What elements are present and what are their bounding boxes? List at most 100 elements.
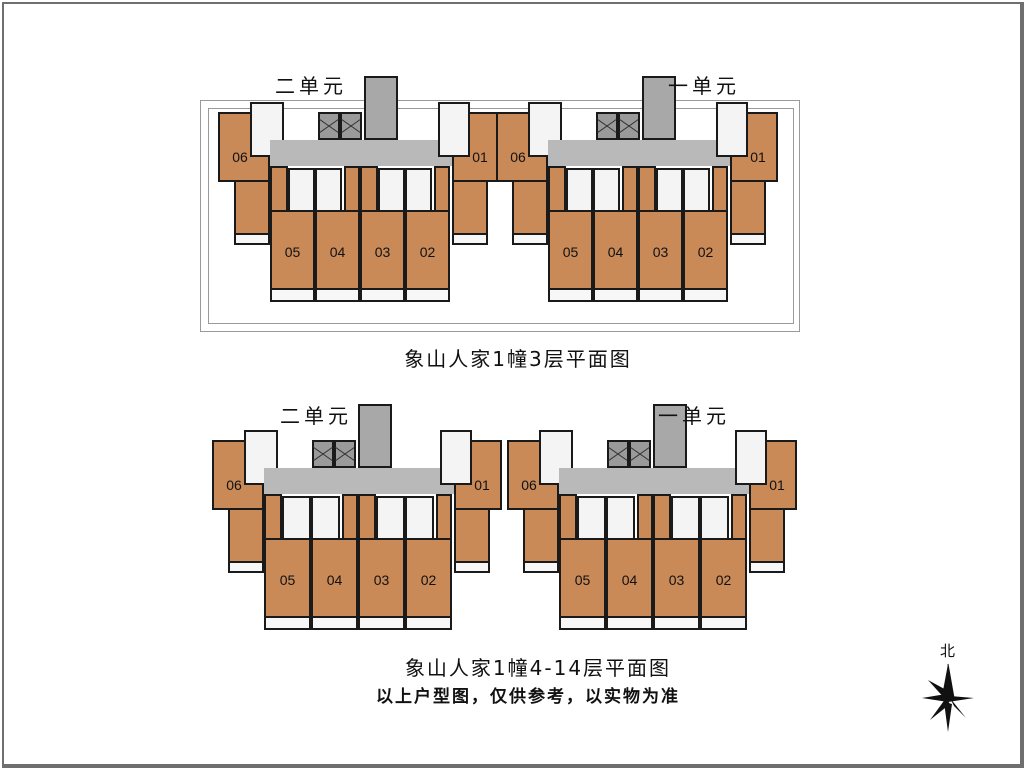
- north-label: 北: [940, 642, 956, 660]
- unit-one-room-label: 01: [769, 477, 785, 493]
- unit-two-balcony-right: [452, 233, 488, 245]
- unit-one-bath-3: [700, 496, 729, 540]
- unit-one-room-label: 04: [607, 244, 624, 260]
- unit-two-balcony-2: [358, 616, 405, 630]
- unit-one-room-label: 01: [750, 149, 766, 165]
- unit-one-balcony-0: [548, 288, 593, 302]
- unit-one-bath-0: [566, 168, 593, 212]
- unit-two-bath-3: [405, 496, 434, 540]
- terrace-outline: [200, 100, 800, 332]
- unit-two-bath-2: [378, 168, 405, 212]
- unit-two-elevator-2: [340, 112, 362, 140]
- unit-one-balcony-2: [653, 616, 700, 630]
- unit-one-balcony-right: [730, 233, 766, 245]
- unit-two-balcony-right: [454, 561, 490, 573]
- unit-two-balcony-2: [360, 288, 405, 302]
- unit-two-elevator-2: [334, 440, 356, 468]
- unit-one-elevator-1: [607, 440, 629, 468]
- unit-one-elevator-2: [618, 112, 640, 140]
- unit-two-room-04: [315, 210, 360, 290]
- unit-two-room-label: 03: [373, 572, 390, 588]
- unit-one-entry-2: [638, 166, 656, 212]
- plan-title-3f: 象山人家1幢3层平面图: [404, 347, 632, 371]
- unit-two-bath-1: [315, 168, 342, 212]
- unit-two-room-label: 01: [472, 149, 488, 165]
- unit-one-room-04: [606, 538, 653, 618]
- unit-one-corridor: [548, 140, 732, 166]
- unit-one-room-01-b: [749, 508, 785, 563]
- unit-one-bath-1: [606, 496, 635, 540]
- unit-two-room-03: [360, 210, 405, 290]
- unit-two-room-label: 03: [374, 244, 391, 260]
- unit-two-bath-1: [311, 496, 340, 540]
- unit-one-balcony-right: [749, 561, 785, 573]
- unit-two-bath-3: [405, 168, 432, 212]
- unit-two-balcony: [228, 561, 264, 573]
- unit-two-room-label: 02: [419, 244, 436, 260]
- unit-two-entry-0: [270, 166, 288, 212]
- unit-one-room-label: 03: [668, 572, 685, 588]
- unit-two-entry-2: [358, 494, 376, 540]
- unit-two-stairwell: [358, 404, 392, 468]
- unit-one-room-label: 05: [574, 572, 591, 588]
- unit-one-entry-2: [653, 494, 671, 540]
- unit-one-label: 一单元: [658, 404, 730, 428]
- unit-two-elevator-1: [318, 112, 340, 140]
- unit-two-balcony: [234, 233, 270, 245]
- plan-title-4-14f: 象山人家1幢4-14层平面图: [404, 656, 672, 680]
- unit-one-elevator-1: [596, 112, 618, 140]
- unit-one-balcony: [512, 233, 548, 245]
- unit-two-balcony-0: [270, 288, 315, 302]
- unit-one-entry-0: [559, 494, 577, 540]
- unit-two-balcony-1: [311, 616, 358, 630]
- unit-one-room-label: 05: [562, 244, 579, 260]
- unit-two-elevator-1: [312, 440, 334, 468]
- unit-one-room-03: [638, 210, 683, 290]
- unit-one-room-01-b: [730, 180, 766, 235]
- unit-one-balcony-2: [638, 288, 683, 302]
- unit-two-bath-right: [440, 430, 472, 485]
- unit-one-entry-1: [637, 494, 653, 540]
- unit-one-room-label: 04: [621, 572, 638, 588]
- unit-two-room-02: [405, 210, 450, 290]
- unit-one-bath-right: [716, 102, 748, 157]
- unit-two-room-label: 04: [329, 244, 346, 260]
- unit-two-room-01-b: [452, 180, 488, 235]
- unit-two-room-06-b: [228, 508, 264, 563]
- unit-two-room-label: 05: [284, 244, 301, 260]
- unit-two-room-label: 06: [226, 477, 242, 493]
- unit-one-balcony-3: [700, 616, 747, 630]
- unit-one-room-04: [593, 210, 638, 290]
- unit-two-corridor: [270, 140, 454, 166]
- unit-two-room-04: [311, 538, 358, 618]
- unit-two-entry-1: [344, 166, 360, 212]
- unit-one-room-03: [653, 538, 700, 618]
- unit-two-label: 二单元: [280, 404, 352, 428]
- unit-one-bath-2: [656, 168, 683, 212]
- unit-one-balcony-1: [593, 288, 638, 302]
- unit-two-label: 二单元: [275, 74, 347, 98]
- unit-two-entry-0: [264, 494, 282, 540]
- disclaimer-note: 以上户型图，仅供参考，以实物为准: [376, 687, 680, 707]
- unit-two-room-05: [264, 538, 311, 618]
- unit-two-room-01-b: [454, 508, 490, 563]
- unit-two-corridor: [264, 468, 456, 494]
- unit-one-room-label: 02: [697, 244, 714, 260]
- unit-two-balcony-1: [315, 288, 360, 302]
- unit-one-balcony-0: [559, 616, 606, 630]
- unit-one-room-05: [559, 538, 606, 618]
- unit-two-room-03: [358, 538, 405, 618]
- unit-two-stairwell: [364, 76, 398, 140]
- unit-one-balcony: [523, 561, 559, 573]
- unit-one-bath-right: [735, 430, 767, 485]
- unit-one-entry-0: [548, 166, 566, 212]
- unit-one-entry-3: [731, 494, 747, 540]
- unit-two-room-label: 04: [326, 572, 343, 588]
- unit-one-room-05: [548, 210, 593, 290]
- unit-two-entry-3: [434, 166, 450, 212]
- unit-two-room-label: 05: [279, 572, 296, 588]
- unit-one-room-02: [700, 538, 747, 618]
- unit-two-bath-right: [438, 102, 470, 157]
- unit-two-entry-2: [360, 166, 378, 212]
